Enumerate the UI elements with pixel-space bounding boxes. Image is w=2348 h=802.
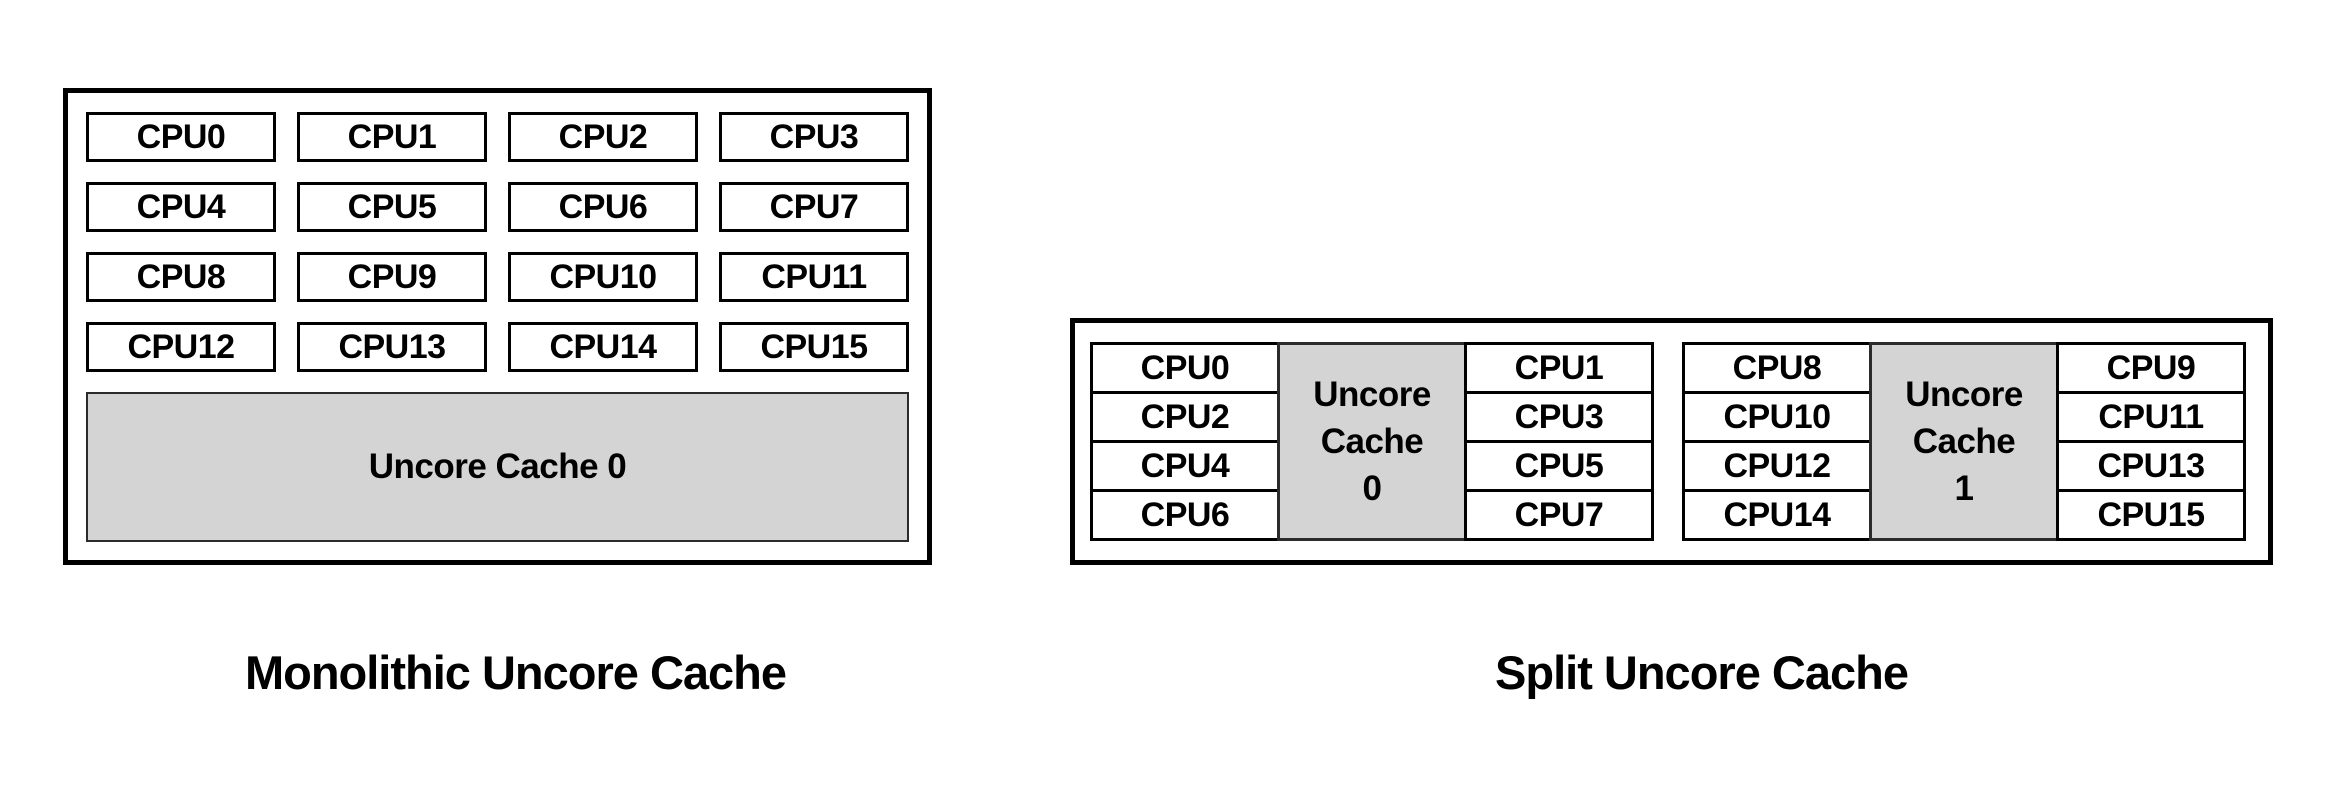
- cpu-cell: CPU7: [1464, 489, 1654, 541]
- split-diagram: CPU0 CPU2 CPU4 CPU6 Uncore Cache 0 CPU1 …: [1070, 318, 2273, 565]
- cluster-1-odd-cpu-column: CPU9 CPU11 CPU13 CPU15: [2056, 342, 2246, 541]
- cpu-box-3: CPU3: [719, 112, 909, 162]
- cpu-box-0: CPU0: [86, 112, 276, 162]
- uncore-cache-label-line: 1: [1954, 469, 1974, 508]
- cpu-cell: CPU3: [1464, 391, 1654, 443]
- cpu-cell: CPU13: [2056, 440, 2246, 492]
- split-cluster-0: CPU0 CPU2 CPU4 CPU6 Uncore Cache 0 CPU1 …: [1090, 342, 1654, 541]
- cpu-cell: CPU4: [1090, 440, 1280, 492]
- cpu-box-11: CPU11: [719, 252, 909, 302]
- cluster-1-even-cpu-column: CPU8 CPU10 CPU12 CPU14: [1682, 342, 1872, 541]
- cpu-box-8: CPU8: [86, 252, 276, 302]
- cpu-box-9: CPU9: [297, 252, 487, 302]
- monolithic-caption: Monolithic Uncore Cache: [244, 646, 787, 699]
- uncore-cache-label-line: Uncore: [1905, 375, 2023, 414]
- cpu-cell: CPU8: [1682, 342, 1872, 394]
- cpu-box-6: CPU6: [508, 182, 698, 232]
- uncore-cache-label-line: Cache: [1912, 422, 2016, 461]
- split-caption: Split Uncore Cache: [1495, 646, 1909, 699]
- cpu-box-14: CPU14: [508, 322, 698, 372]
- cpu-cell: CPU6: [1090, 489, 1280, 541]
- cpu-box-4: CPU4: [86, 182, 276, 232]
- split-cluster-1: CPU8 CPU10 CPU12 CPU14 Uncore Cache 1 CP…: [1682, 342, 2246, 541]
- uncore-cache-label-line: 0: [1362, 469, 1382, 508]
- cpu-cell: CPU0: [1090, 342, 1280, 394]
- cpu-box-7: CPU7: [719, 182, 909, 232]
- cluster-0-even-cpu-column: CPU0 CPU2 CPU4 CPU6: [1090, 342, 1280, 541]
- cpu-box-1: CPU1: [297, 112, 487, 162]
- cpu-cell: CPU12: [1682, 440, 1872, 492]
- uncore-cache-label-line: Cache: [1320, 422, 1424, 461]
- uncore-cache-label-line: Uncore: [1313, 375, 1431, 414]
- cpu-cell: CPU1: [1464, 342, 1654, 394]
- monolithic-cpu-grid: CPU0 CPU1 CPU2 CPU3 CPU4 CPU5 CPU6 CPU7 …: [86, 112, 909, 372]
- uncore-cache-1-split-box: Uncore Cache 1: [1869, 342, 2059, 541]
- cpu-cell: CPU2: [1090, 391, 1280, 443]
- uncore-cache-0-split-box: Uncore Cache 0: [1277, 342, 1467, 541]
- cpu-box-5: CPU5: [297, 182, 487, 232]
- cpu-box-10: CPU10: [508, 252, 698, 302]
- cpu-box-12: CPU12: [86, 322, 276, 372]
- uncore-cache-0-monolithic-box: Uncore Cache 0: [86, 392, 909, 542]
- cluster-0-odd-cpu-column: CPU1 CPU3 CPU5 CPU7: [1464, 342, 1654, 541]
- cpu-cell: CPU10: [1682, 391, 1872, 443]
- cpu-cell: CPU15: [2056, 489, 2246, 541]
- cpu-cell: CPU14: [1682, 489, 1872, 541]
- cpu-box-13: CPU13: [297, 322, 487, 372]
- cpu-cell: CPU5: [1464, 440, 1654, 492]
- cpu-box-15: CPU15: [719, 322, 909, 372]
- cpu-cell: CPU11: [2056, 391, 2246, 443]
- cpu-cell: CPU9: [2056, 342, 2246, 394]
- monolithic-diagram: CPU0 CPU1 CPU2 CPU3 CPU4 CPU5 CPU6 CPU7 …: [63, 88, 932, 565]
- cpu-box-2: CPU2: [508, 112, 698, 162]
